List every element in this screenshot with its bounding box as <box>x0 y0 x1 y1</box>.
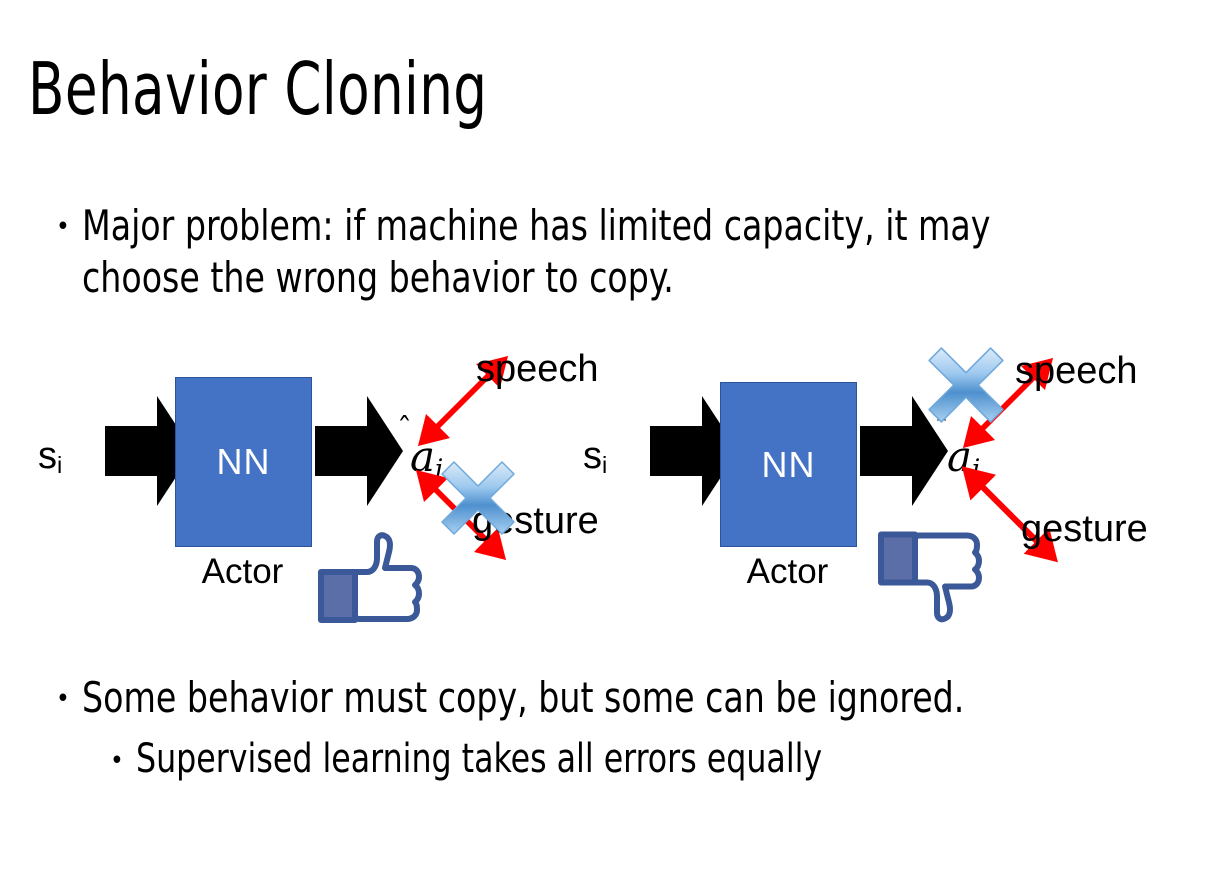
actor-caption-left: Actor <box>201 552 284 591</box>
cross-out-icon-speech-right <box>925 344 1007 426</box>
bullet-top: • Major problem: if machine has limited … <box>56 200 1166 304</box>
thumbs-up-icon <box>315 530 425 630</box>
bullet-marker-icon: • <box>56 212 70 242</box>
cross-out-icon-gesture-left <box>438 458 518 538</box>
bullet-bottom-secondary: • Supervised learning takes all errors e… <box>110 734 1170 784</box>
red-arrow-gesture-right <box>953 462 1071 574</box>
red-arrow-speech-right <box>955 354 1065 459</box>
bullet-top-text: Major problem: if machine has limited ca… <box>81 201 991 302</box>
branch-label-speech-left: speech <box>476 348 599 390</box>
block-arrow-input-left <box>105 396 193 506</box>
input-state-label-right: si <box>583 435 608 479</box>
input-state-label-left: si <box>38 435 63 479</box>
bullet-bottom-primary-text: Some behavior must copy, but some can be… <box>81 673 965 722</box>
nn-box-left: NN <box>175 377 312 547</box>
actor-caption-right: Actor <box>746 552 829 591</box>
nn-box-right: NN <box>720 382 857 547</box>
thumbs-down-icon <box>875 522 985 627</box>
page-title: Behavior Cloning <box>28 47 488 131</box>
nn-box-label-left: NN <box>216 441 271 482</box>
bullet-marker-icon: • <box>110 746 124 776</box>
diagram-negative-feedback: si NN Actor ̂ ai <box>555 340 1155 640</box>
bullet-bottom-primary: • Some behavior must copy, but some can … <box>56 672 1166 724</box>
branch-label-speech-right: speech <box>1015 350 1138 392</box>
block-arrow-input-right <box>650 396 738 506</box>
red-arrow-speech-left <box>410 352 520 457</box>
block-arrow-output-right <box>860 396 948 506</box>
block-arrow-output-left <box>315 396 403 506</box>
bullet-marker-icon: • <box>56 684 70 714</box>
nn-box-label-right: NN <box>761 443 816 485</box>
diagram-positive-feedback: si NN Actor ̂ ai <box>10 340 610 640</box>
branch-label-gesture-right: gesture <box>1021 508 1148 550</box>
bullet-bottom-secondary-text: Supervised learning takes all errors equ… <box>135 736 822 782</box>
